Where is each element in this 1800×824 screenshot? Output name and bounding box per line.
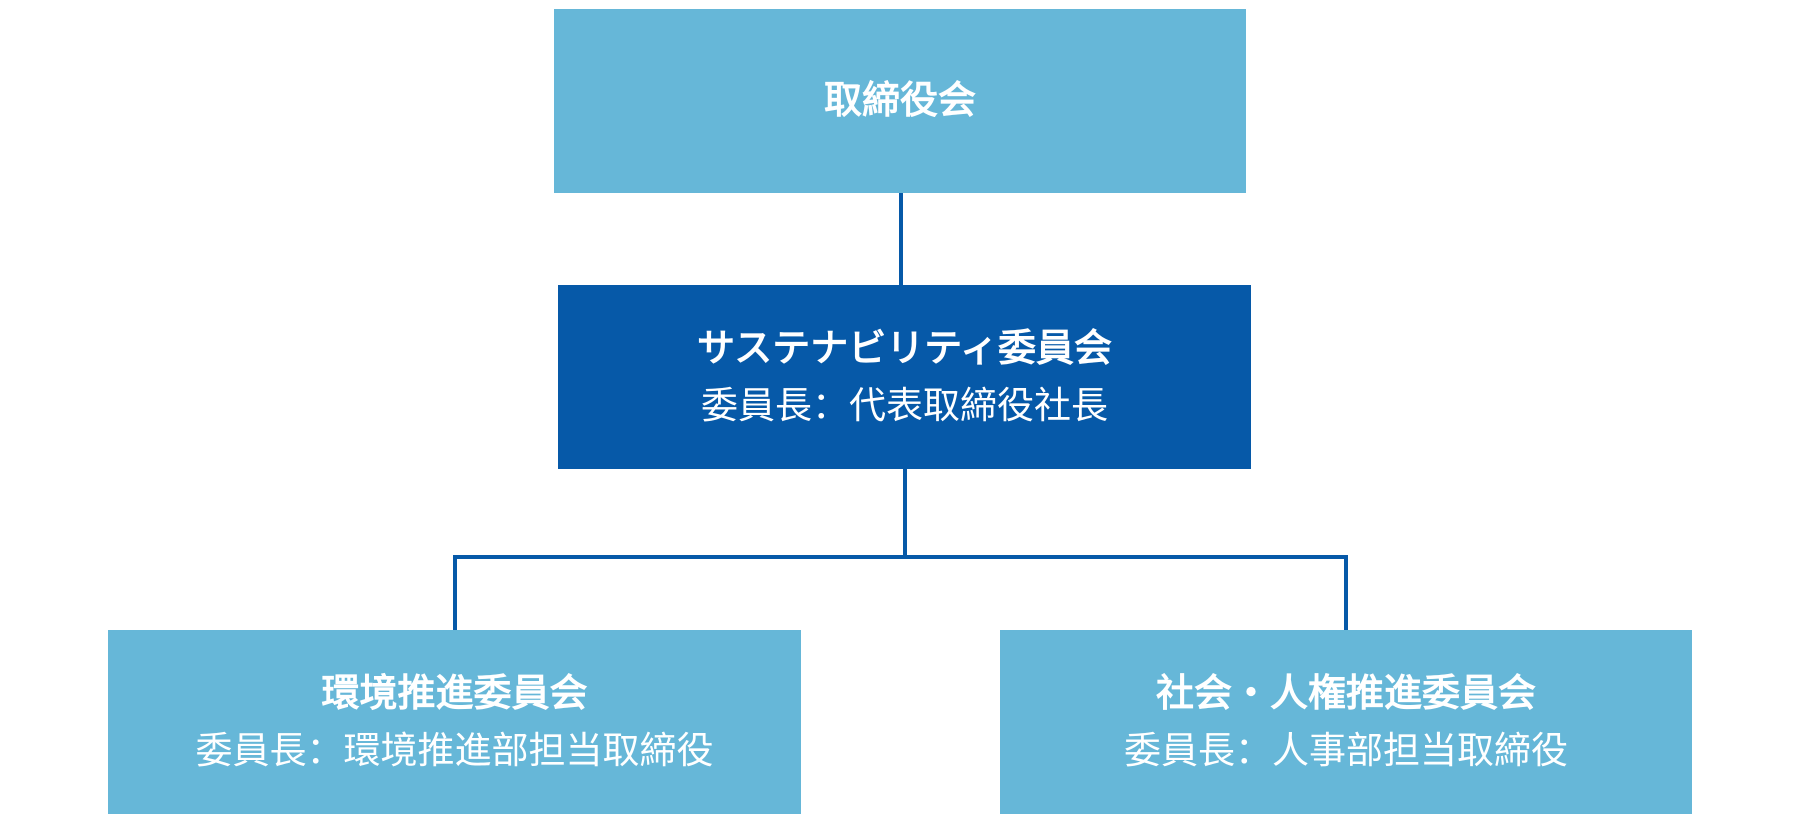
board-of-directors-box: 取締役会 — [554, 9, 1246, 193]
connector-branch — [453, 555, 1348, 630]
environment-committee-chair: 委員長：環境推進部担当取締役 — [195, 728, 714, 772]
social-committee-box: 社会・人権推進委員会 委員長：人事部担当取締役 — [1000, 630, 1692, 814]
board-title: 取締役会 — [823, 78, 976, 123]
environment-committee-title: 環境推進委員会 — [321, 670, 588, 715]
sustainability-committee-title: サステナビリティ委員会 — [697, 325, 1112, 370]
sustainability-committee-chair: 委員長：代表取締役社長 — [701, 383, 1108, 427]
social-committee-title: 社会・人権推進委員会 — [1155, 670, 1536, 715]
sustainability-committee-box: サステナビリティ委員会 委員長：代表取締役社長 — [558, 285, 1251, 469]
social-committee-chair: 委員長：人事部担当取締役 — [1124, 728, 1568, 772]
environment-committee-box: 環境推進委員会 委員長：環境推進部担当取締役 — [108, 630, 801, 814]
